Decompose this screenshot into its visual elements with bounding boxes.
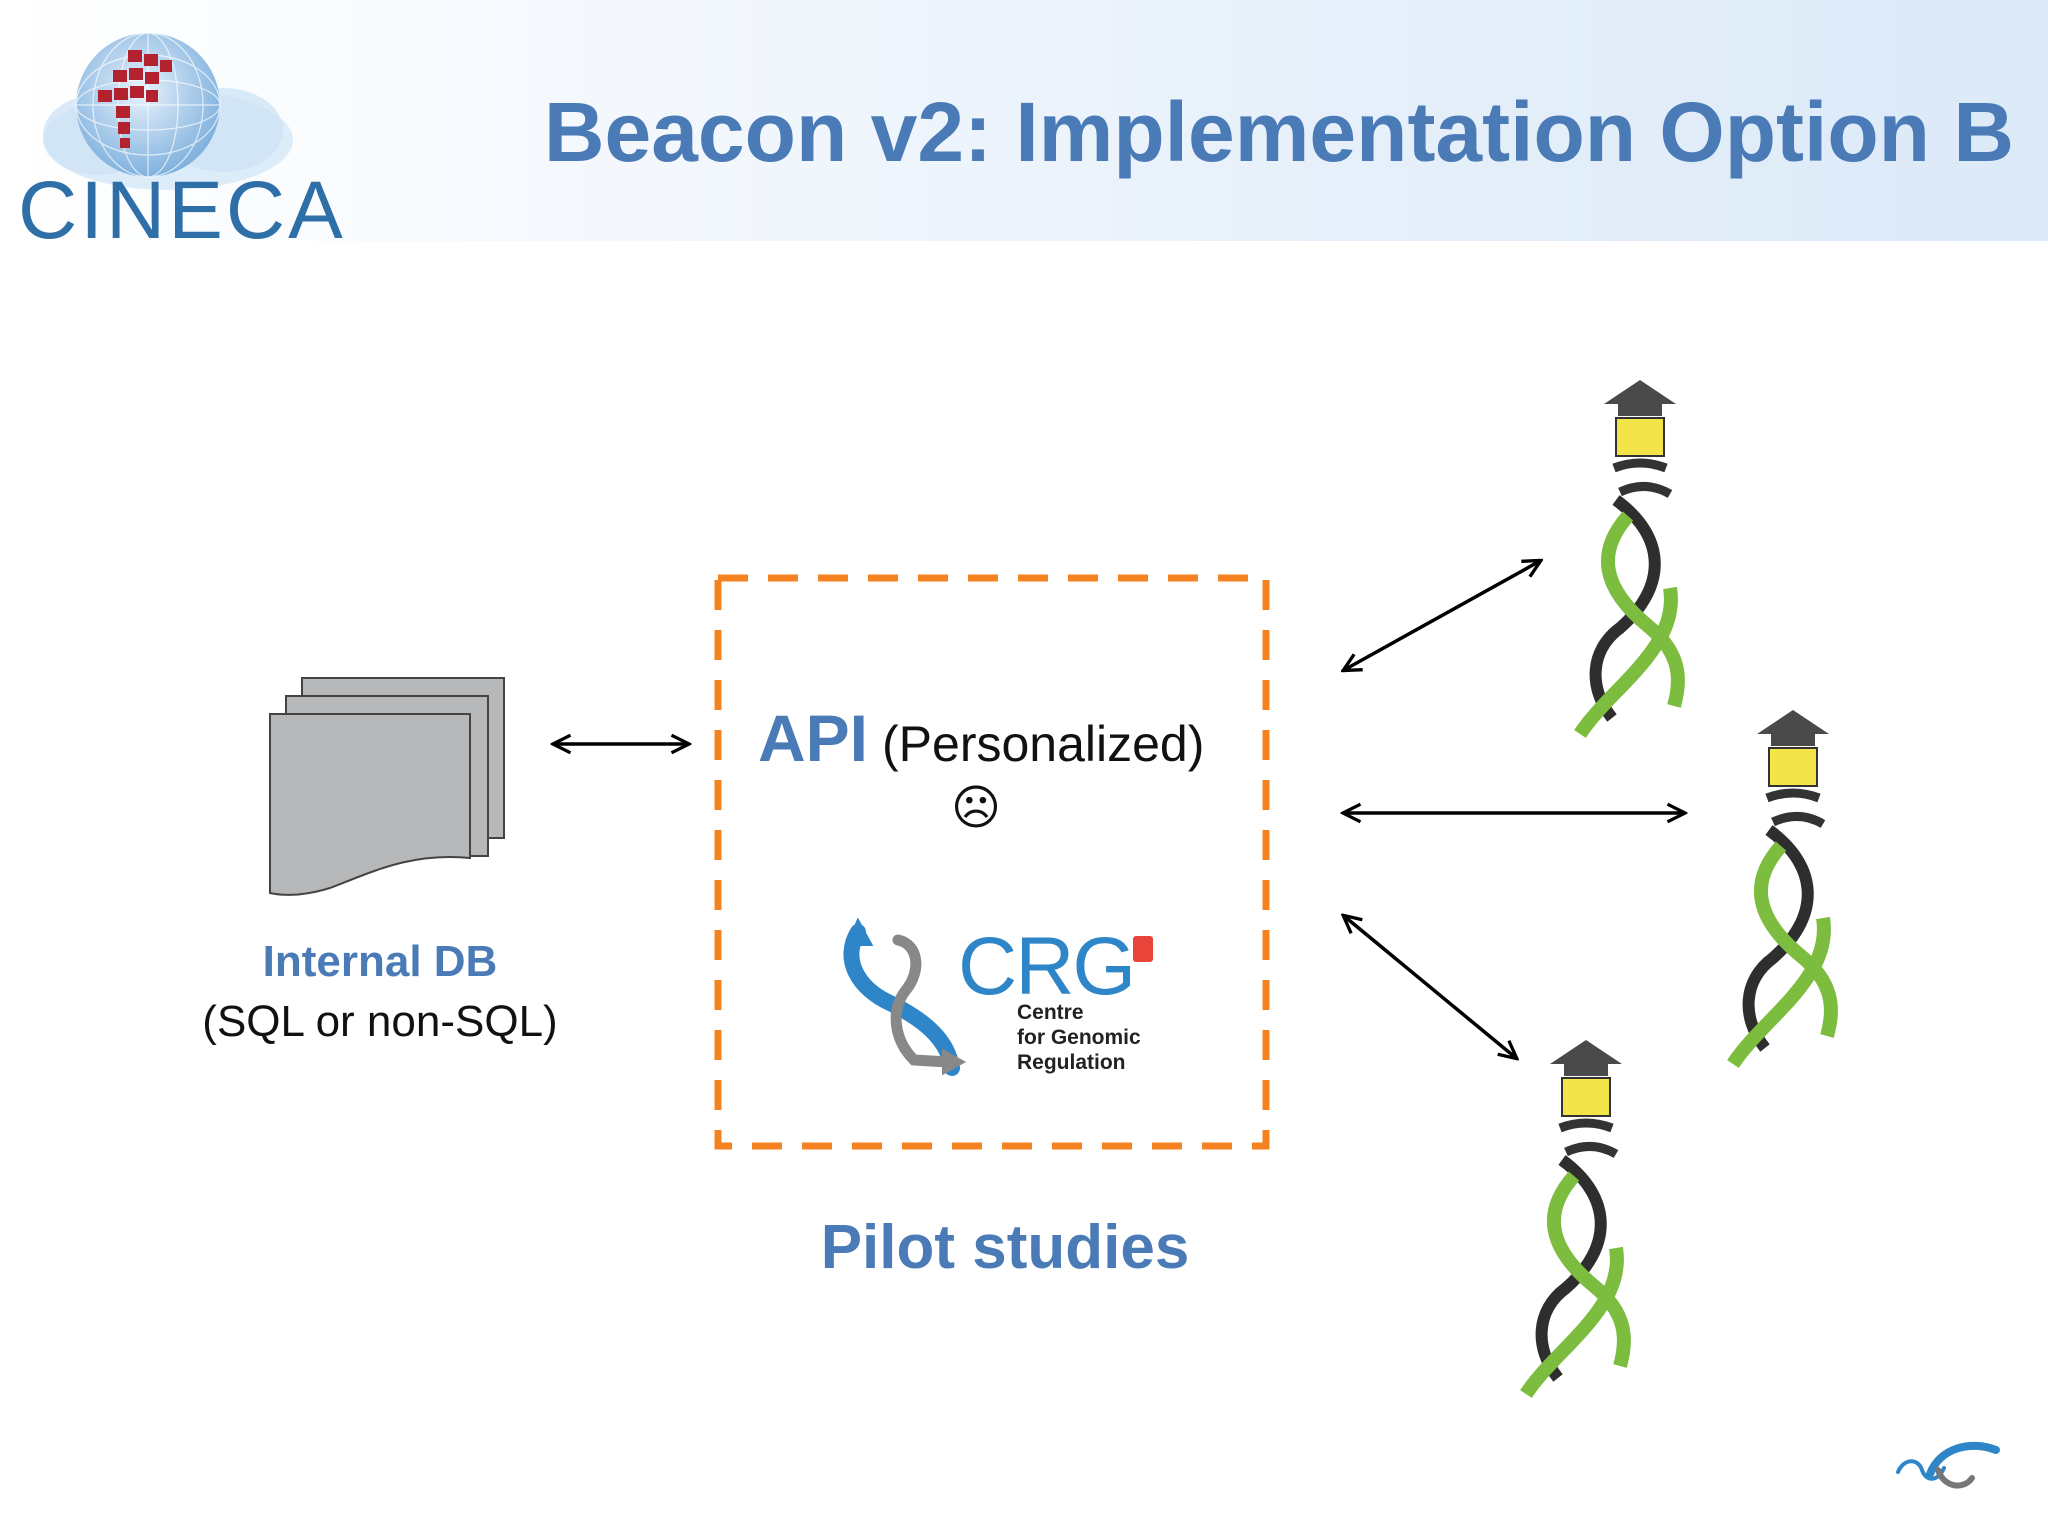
database-subtitle: (SQL or non-SQL) bbox=[202, 997, 558, 1046]
crg-badge bbox=[1133, 936, 1153, 962]
api-box bbox=[714, 574, 1270, 1150]
crg-line-3: Regulation bbox=[1017, 1051, 1126, 1074]
beacon-icon-bottom bbox=[1526, 1040, 1624, 1394]
footer-logo bbox=[1896, 1441, 2000, 1489]
api-label: API(Personalized) bbox=[758, 700, 1204, 776]
pilot-studies-label: Pilot studies bbox=[820, 1213, 1190, 1282]
frown-icon: ☹ bbox=[950, 782, 1002, 835]
beacon-icon-middle bbox=[1733, 710, 1831, 1064]
api-qualifier: (Personalized) bbox=[882, 716, 1205, 772]
crg-logo-subtitle: Centre for Genomic Regulation bbox=[1017, 1000, 1141, 1075]
beacon-icon-top bbox=[1580, 380, 1678, 734]
crg-line-1: Centre bbox=[1017, 1001, 1084, 1024]
database-title: Internal DB bbox=[262, 937, 498, 986]
slide-title: Beacon v2: Implementation Option B bbox=[543, 85, 2014, 179]
crg-logo-text: CRG bbox=[958, 921, 1136, 1012]
crg-line-2: for Genomic bbox=[1017, 1026, 1141, 1049]
crg-logo-swirl bbox=[843, 917, 967, 1076]
beacon-arrow-top bbox=[1344, 561, 1540, 670]
database-icon bbox=[269, 677, 505, 896]
api-title: API bbox=[758, 701, 869, 775]
cineca-logo-text: CINECA bbox=[18, 165, 346, 256]
cineca-logo: CINECA bbox=[18, 30, 346, 256]
header-band bbox=[0, 0, 2048, 241]
beacon-arrow-bottom bbox=[1344, 916, 1516, 1058]
database-caption: Internal DB (SQL or non-SQL) bbox=[170, 932, 590, 1052]
